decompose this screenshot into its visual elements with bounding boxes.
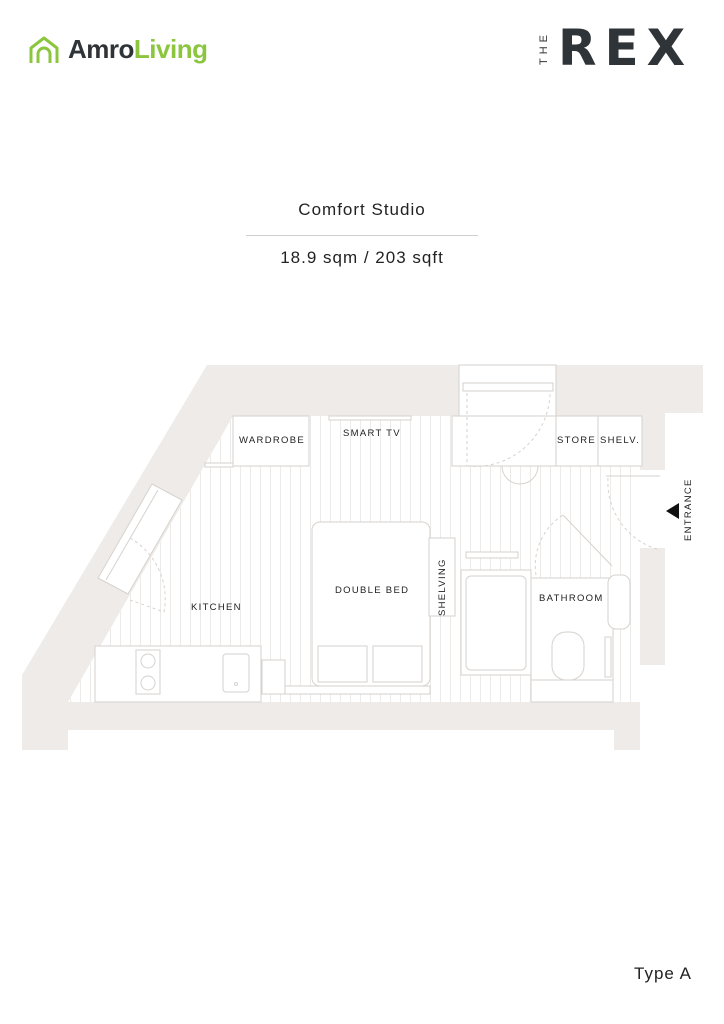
unit-title: Comfort Studio [298,200,426,219]
basin [607,574,631,630]
label-double-bed: DOUBLE BED [335,585,409,596]
sink [222,653,250,693]
label-store: STORE [557,435,596,446]
shelving [428,537,456,617]
label-entrance: ENTRANCE [683,478,694,541]
fixtures [94,382,661,703]
wardrobe [232,415,310,467]
label-kitchen: KITCHEN [191,602,242,613]
store-unit [451,415,643,467]
entrance-arrow-icon [666,503,679,519]
divider [246,235,478,236]
unit-area: 18.9 sqm / 203 sqft [280,248,444,267]
the-rex-logo: THE REX [538,19,694,77]
logo-text-rex: REX [558,19,694,77]
logo-text-amro: Amro [68,34,134,64]
toilet [551,631,585,681]
label-smart-tv: SMART TV [343,428,401,439]
label-bathroom: BATHROOM [539,593,604,604]
label-wardrobe: WARDROBE [239,435,305,446]
house-icon [29,36,59,63]
smart-tv [328,415,412,421]
label-shelving: SHELVING [437,558,448,616]
unit-type: Type A [634,964,692,983]
label-shelves: SHELV. [600,435,640,446]
window [97,483,183,595]
amro-living-logo: AmroLiving [28,34,208,65]
logo-text-living: Living [133,34,208,64]
